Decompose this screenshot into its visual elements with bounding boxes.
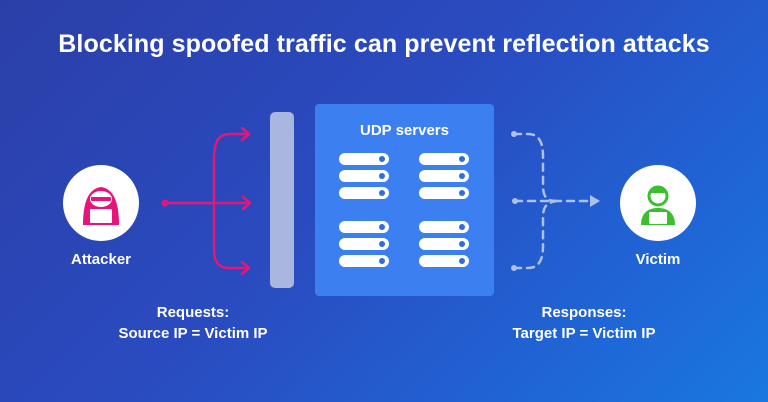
- request-arrowhead-bottom: [240, 260, 251, 276]
- udp-servers-panel: UDP servers: [315, 104, 494, 296]
- server-unit: [419, 187, 469, 199]
- server-unit: [339, 238, 389, 250]
- attacker-label: Attacker: [70, 251, 132, 268]
- request-arrows: [163, 126, 252, 276]
- hooded-attacker-icon: [83, 187, 119, 225]
- server-unit: [419, 170, 469, 182]
- request-origin-dot: [161, 199, 169, 207]
- diagram-title: Blocking spoofed traffic can prevent ref…: [58, 30, 710, 58]
- responses-caption: Responses: Target IP = Victim IP: [484, 302, 684, 344]
- server-unit: [339, 255, 389, 267]
- victim-avatar: [620, 165, 696, 241]
- server-unit: [339, 153, 389, 165]
- response-branch-top: [512, 132, 558, 203]
- response-origin-dot-bottom: [511, 265, 517, 271]
- responses-caption-line1: Responses:: [541, 304, 627, 321]
- server-unit: [339, 170, 389, 182]
- victim-person-icon: [641, 185, 675, 225]
- response-branch-bottom: [512, 199, 558, 270]
- server-unit: [419, 238, 469, 250]
- server-unit: [339, 187, 389, 199]
- server-unit: [339, 221, 389, 233]
- request-arrowhead-top: [240, 126, 251, 142]
- response-arrowhead: [590, 195, 600, 207]
- requests-caption-line1: Requests:: [156, 304, 230, 321]
- response-origin-dot-top: [511, 131, 517, 137]
- server-unit: [419, 255, 469, 267]
- request-arrow-branch: [212, 132, 250, 270]
- server-unit: [419, 153, 469, 165]
- responses-caption-line2: Target IP = Victim IP: [512, 325, 656, 342]
- requests-caption-line2: Source IP = Victim IP: [118, 325, 268, 342]
- response-arrows: [512, 132, 592, 270]
- attacker-avatar: [63, 165, 139, 241]
- response-origin-dot-mid: [512, 198, 518, 204]
- udp-servers-title: UDP servers: [360, 122, 449, 139]
- victim-label: Victim: [635, 251, 681, 268]
- requests-caption: Requests: Source IP = Victim IP: [98, 302, 288, 344]
- server-unit: [419, 221, 469, 233]
- request-arrowhead-mid: [241, 195, 252, 211]
- traffic-filter-barrier: [270, 112, 294, 288]
